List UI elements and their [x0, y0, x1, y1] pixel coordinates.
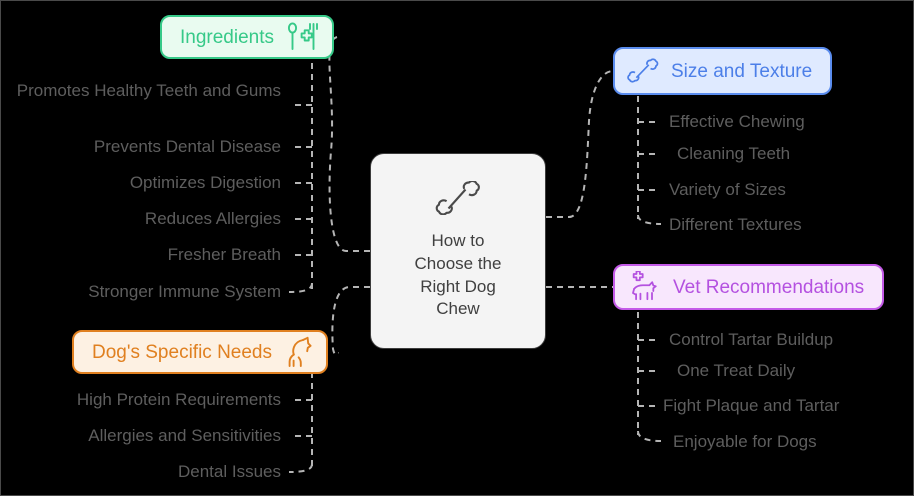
leaf-size-and-texture-1[interactable]: Cleaning Teeth: [677, 144, 791, 163]
edge-central-dogs-needs: [331, 286, 370, 356]
leaf-size-and-texture-3[interactable]: Different Textures: [669, 215, 802, 234]
central-line-1: Choose the: [414, 253, 502, 273]
nutrition-icon: [286, 22, 320, 52]
leaf-vet-recommendations-0[interactable]: Control Tartar Buildup: [669, 330, 834, 349]
branch-label-ingredients: Ingredients: [180, 26, 275, 48]
branch-label-vet-recommendations: Vet Recommendations: [673, 276, 865, 298]
edge-central-size: [546, 70, 614, 218]
branch-label-dogs-specific-needs: Dog's Specific Needs: [92, 341, 272, 363]
stub-ingredients-5: [288, 282, 313, 293]
leaf-size-and-texture-2[interactable]: Variety of Sizes: [669, 180, 786, 199]
bone-icon: [435, 179, 481, 220]
central-node-text: How to Choose the Right Dog Chew: [415, 230, 502, 322]
leaf-vet-recommendations-1[interactable]: One Treat Daily: [677, 361, 796, 380]
vet-dog-icon: [627, 271, 661, 303]
leaf-dogs-specific-needs-2[interactable]: Dental Issues: [178, 462, 281, 481]
central-node[interactable]: How to Choose the Right Dog Chew: [370, 153, 546, 349]
central-line-3: Chew: [436, 299, 480, 319]
branch-node-vet-recommendations[interactable]: Vet Recommendations: [613, 264, 885, 310]
leaf-vet-recommendations-3[interactable]: Enjoyable for Dogs: [673, 432, 817, 451]
leaf-ingredients-3[interactable]: Reduces Allergies: [144, 209, 281, 228]
leaf-ingredients-4[interactable]: Fresher Breath: [167, 245, 281, 264]
edge-central-ingredients: [328, 36, 370, 252]
bone-icon-size: [627, 58, 659, 84]
leaf-ingredients-0[interactable]: Promotes Healthy Teeth and Gums: [16, 81, 281, 100]
leaf-dogs-specific-needs-1[interactable]: Allergies and Sensitivities: [88, 426, 281, 445]
stub-vet-3: [637, 430, 662, 442]
central-line-2: Right Dog: [420, 276, 496, 296]
leaf-ingredients-1[interactable]: Prevents Dental Disease: [93, 137, 281, 156]
branch-node-dogs-specific-needs[interactable]: Dog's Specific Needs: [72, 330, 328, 374]
leaf-vet-recommendations-2[interactable]: Fight Plaque and Tartar: [663, 396, 840, 415]
leaf-ingredients-2[interactable]: Optimizes Digestion: [129, 173, 281, 192]
leaf-dogs-specific-needs-0[interactable]: High Protein Requirements: [76, 390, 281, 409]
dog-icon: [282, 336, 314, 368]
leaf-ingredients-5[interactable]: Stronger Immune System: [88, 282, 281, 301]
branch-node-ingredients[interactable]: Ingredients: [160, 15, 335, 59]
central-line-0: How to: [431, 230, 485, 250]
branch-label-size-and-texture: Size and Texture: [671, 60, 813, 82]
stub-size-3: [637, 214, 662, 225]
stub-dogs-needs-2: [288, 463, 313, 473]
branch-node-size-and-texture[interactable]: Size and Texture: [613, 47, 833, 95]
leaf-size-and-texture-0[interactable]: Effective Chewing: [669, 112, 805, 131]
